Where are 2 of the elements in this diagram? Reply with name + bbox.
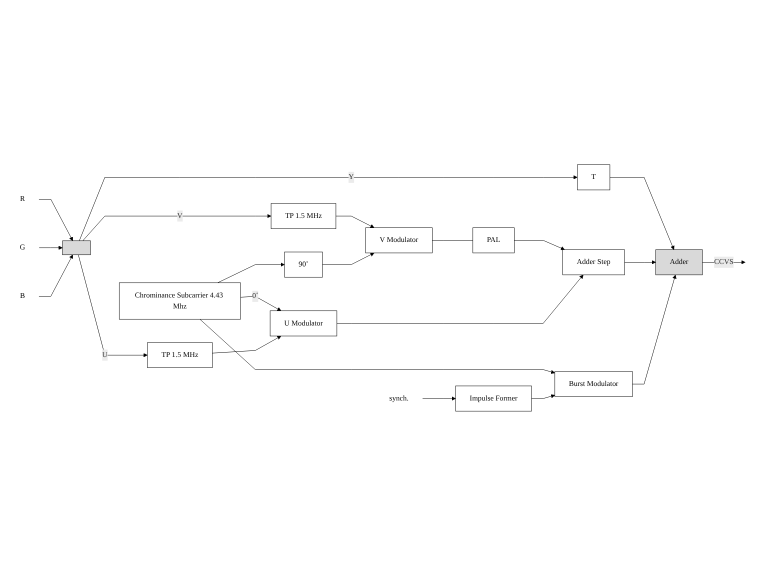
connector — [432, 240, 474, 241]
node-box — [62, 240, 91, 256]
